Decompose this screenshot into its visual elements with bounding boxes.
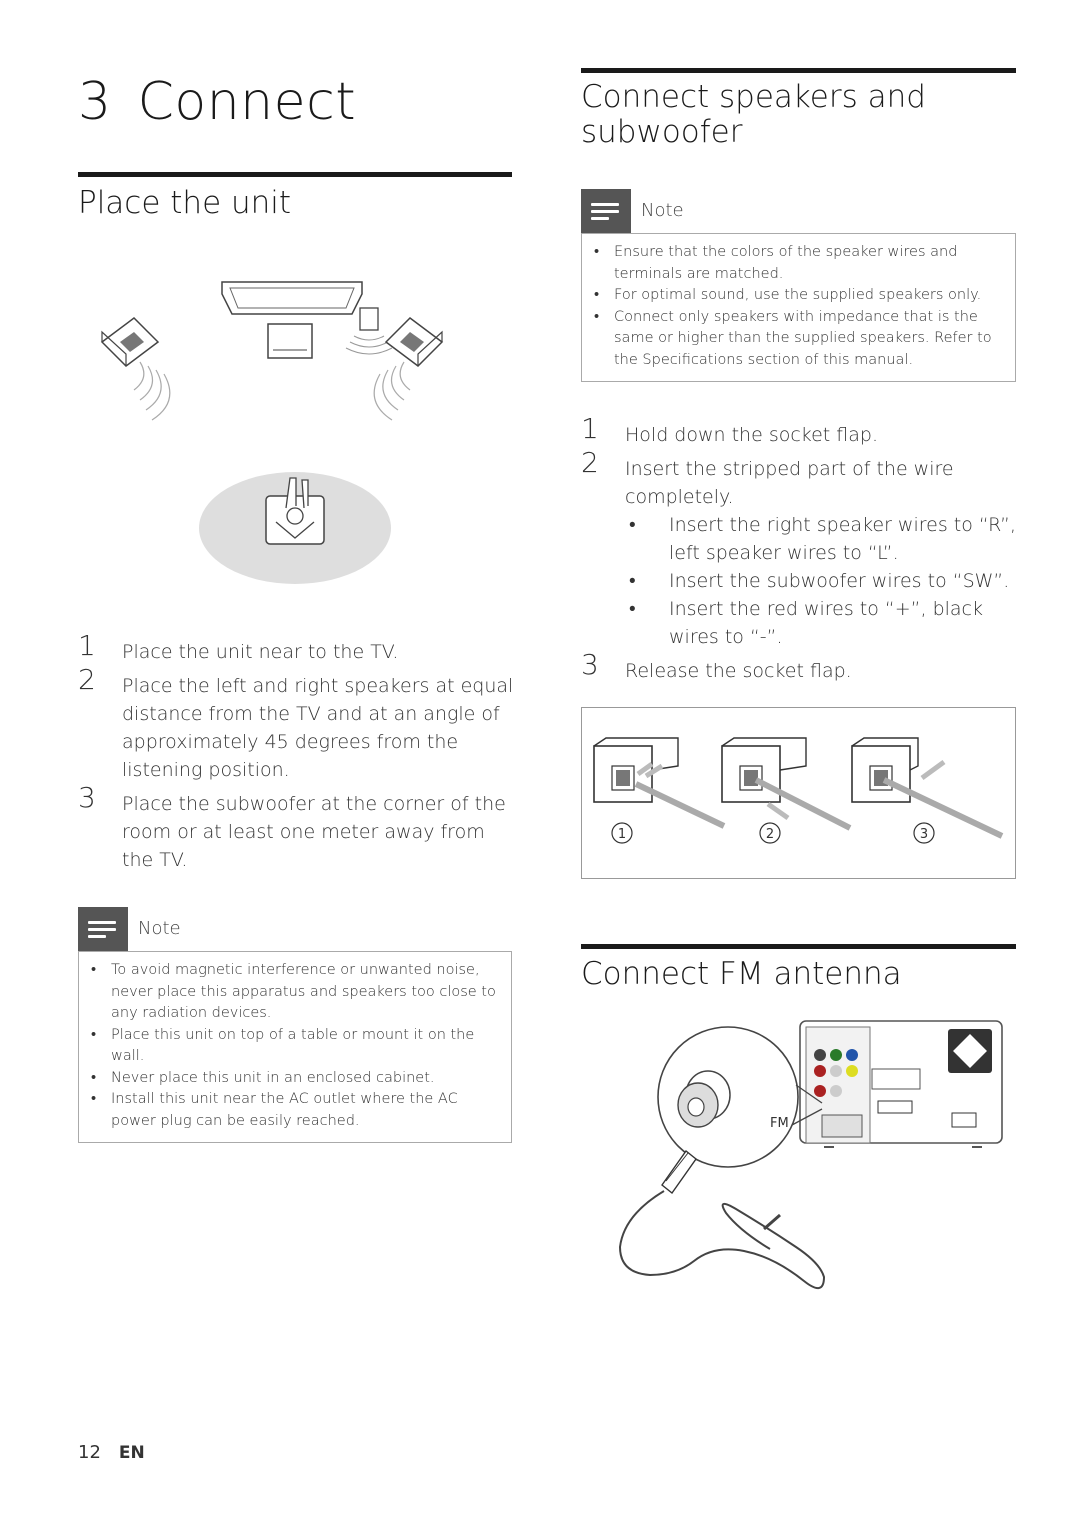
section-rule-speakers [581,68,1016,73]
step-text: Insert the stripped part of the wire com… [625,458,954,508]
section-rule-fm [581,944,1016,949]
step-number: 2 [78,663,96,696]
note-item: •To avoid magnetic interference or unwan… [91,962,496,1021]
language-code: EN [118,1443,145,1463]
subwoofer-icon [267,323,313,359]
section-rule-place [78,172,512,177]
step-number: 1 [78,629,96,662]
fm-antenna-illustration: FM [618,1020,1003,1289]
step-number: 3 [581,648,599,681]
note-place-unit: Note •To avoid magnetic interference or … [78,907,512,1143]
place-steps: 1 Place the unit near to the TV. 2 Place… [78,632,518,880]
step-text: Release the socket flap. [625,660,852,682]
step-number: 2 [581,446,599,479]
step-item: 1 Hold down the socket flap. [581,415,1021,449]
step-item: 3 Release the socket flap. [581,651,1021,685]
note-item: •Install this unit near the AC outlet wh… [91,1091,458,1129]
step-item: 3 Place the subwoofer at the corner of t… [78,784,518,874]
figure-label-1: 1 [618,827,626,842]
note-icon [581,189,631,233]
note-header: Note [78,907,512,951]
heading-connect-fm: Connect FM antenna [581,956,902,992]
placement-illustration [100,281,444,584]
socket-figure: 1 2 3 [581,707,1016,879]
step-text: Place the subwoofer at the corner of the… [122,793,506,871]
step-item: 2 Insert the stripped part of the wire c… [581,449,1021,511]
substep-item: •Insert the subwoofer wires to “SW”. [629,570,1010,592]
page-number: 12 [78,1442,101,1463]
left-speaker-icon [100,317,171,421]
note-body: •Ensure that the colors of the speaker w… [581,233,1016,382]
center-speaker-icon [345,307,393,355]
figure-label-3: 3 [920,827,928,842]
step-number: 3 [78,781,96,814]
socket-step-1-icon [593,737,726,829]
note-icon [78,907,128,951]
heading-connect-speakers: Connect speakers and subwoofer [581,79,926,150]
substep-item: •Insert the right speaker wires to “R”, … [629,514,1017,564]
page-footer: 12 EN [78,1442,145,1463]
step-text: Place the left and right speakers at equ… [122,675,514,781]
note-item: •Connect only speakers with impedance th… [594,308,992,368]
socket-illustration: 1 2 3 [593,737,1004,844]
step-text: Hold down the socket flap. [625,424,879,446]
heading-place-unit: Place the unit [78,185,292,221]
note-label: Note [138,918,181,939]
socket-step-2-icon [721,737,852,831]
substep-item: •Insert the red wires to “+”, black wire… [629,598,984,648]
fm-socket-icon [677,1070,731,1128]
right-speaker-icon [373,317,444,421]
note-speakers: Note •Ensure that the colors of the spea… [581,189,1016,382]
figure-label-2: 2 [766,827,774,842]
note-item: •Place this unit on top of a table or mo… [91,1026,475,1065]
note-body: •To avoid magnetic interference or unwan… [78,951,512,1143]
chapter-name: Connect [137,72,357,132]
note-item: •Ensure that the colors of the speaker w… [594,244,958,282]
note-header: Note [581,189,1016,233]
socket-step-3-icon [851,737,1004,839]
chapter-title: 3 Connect [78,72,356,132]
step-number: 1 [581,412,599,445]
fm-plug-icon [618,1149,826,1289]
note-item: •Never place this unit in an enclosed ca… [91,1069,435,1086]
tv-icon [221,281,363,315]
step-item: 2 Place the left and right speakers at e… [78,666,518,784]
fm-label: FM [770,1116,789,1131]
speaker-steps: 1 Hold down the socket flap. 2 Insert th… [581,415,1021,691]
chapter-number: 3 [78,72,112,132]
note-item: •For optimal sound, use the supplied spe… [594,287,982,303]
step-text: Place the unit near to the TV. [122,641,399,663]
listener-icon [265,477,325,545]
rear-panel-icon [799,1020,1003,1148]
step-item: 1 Place the unit near to the TV. [78,632,518,666]
note-label: Note [641,200,684,221]
